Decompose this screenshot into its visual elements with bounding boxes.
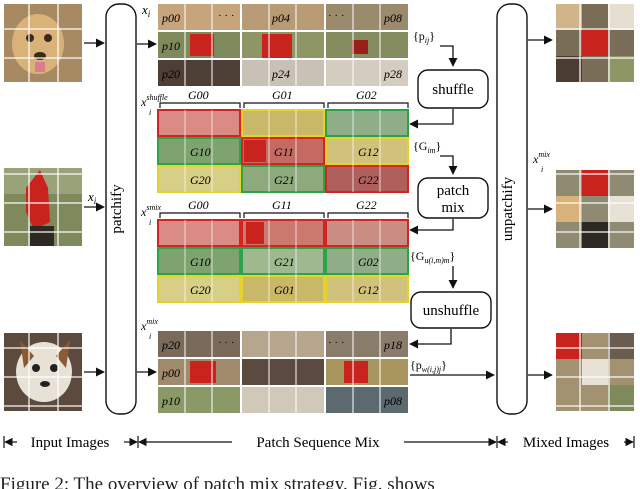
group-smix-G20: G20 [190,283,211,297]
input-image-dog [4,4,82,82]
group-header-shuffle-0: G00 [188,88,209,102]
brace-shuffle-1 [243,102,325,108]
section-ruler [3,436,635,448]
dots-row1b: · · · [328,10,345,22]
shuffle-label: shuffle [432,82,474,98]
group-header-smix-0: G00 [188,198,209,212]
section-input-images: Input Images [31,435,110,451]
arrow-patchmix-to-smix [409,219,454,235]
shuffle-box [417,69,489,109]
x-mix-sub: i [149,332,151,341]
annotation-G-im: {Gim} [413,139,441,155]
patch-mix-label-2: mix [441,200,465,216]
group-header-shuffle-1: G01 [272,88,293,102]
group-shuffle-G11: G11 [274,145,294,159]
unshuffle-box [410,291,492,329]
patch-label-p00: p00 [161,11,180,25]
dots-bottom-2: · · · [328,337,345,349]
group-shuffle-G22: G22 [358,173,379,187]
patch-label-p08: p08 [383,11,402,25]
patch-label-p24: p24 [271,67,290,81]
patch-label-p04: p04 [271,11,290,25]
x-smix-sub: i [149,218,151,227]
annotation-G-uimm: {Gu(i,m)m} [410,249,455,265]
arrow-unshuffle-to-sequence [409,329,452,349]
patch-sequence-top [158,4,408,86]
annotation-p-ij: {pij} [413,29,435,45]
arrow-to-patchmix [440,155,458,175]
brace-smix-2 [327,212,409,218]
patch-mix-label-1: patch [437,183,470,199]
x-smix-label: xsmix [140,203,161,219]
figure-caption: Figure 2: The overview of patch mix stra… [0,474,435,489]
brace-shuffle-2 [327,102,409,108]
patch-label-bottom-p20: p20 [161,338,180,352]
patchify-block [105,3,137,415]
input-image-cardinal [4,168,82,246]
arrow-shuffle-to-groups [409,109,454,129]
brace-smix-1 [243,212,325,218]
patch-label-bottom-p18: p18 [383,338,402,352]
group-smix-G02: G02 [358,255,379,269]
x-mix-label: xmix [140,317,158,333]
mixed-image-3 [556,333,634,411]
group-smix-G12: G12 [358,283,379,297]
mixed-image-2 [556,170,634,248]
patch-label-p20: p20 [161,67,180,81]
unpatchify-label: unpatchify [500,176,516,241]
patchify-label: patchify [109,184,125,234]
x-i-label-mid: xi [87,189,97,206]
x-shuffle-sub: i [149,108,151,117]
x-mix-right-label: xmix [532,150,550,166]
arrow-to-shuffle [440,45,458,67]
brace-smix-0 [159,212,241,218]
mixed-image-1 [556,4,634,82]
group-shuffle-G10: G10 [190,145,211,159]
patch-mix-box [417,177,489,219]
patch-label-bottom-p10: p10 [161,394,180,408]
patch-label-p10: p10 [161,39,180,53]
group-smix-G01: G01 [274,283,295,297]
patch-sequence-bottom [158,331,408,413]
group-smix-G21: G21 [274,255,295,269]
dots-row1: · · · [218,10,235,22]
section-patch-sequence-mix: Patch Sequence Mix [256,435,380,451]
smix-grid [157,219,409,303]
annotation-p-wij: {pw(i,j)j} [410,358,447,374]
group-shuffle-G20: G20 [190,173,211,187]
input-image-chihuahua [4,333,82,411]
x-mix-right-sub: i [541,165,543,174]
group-smix-G10: G10 [190,255,211,269]
shuffle-grid [157,109,409,193]
group-shuffle-G21: G21 [274,173,295,187]
unshuffle-label: unshuffle [423,303,480,319]
brace-shuffle-0 [159,102,241,108]
group-header-smix-1: G11 [272,198,292,212]
patch-label-p28: p28 [383,67,402,81]
section-mixed-images: Mixed Images [523,435,609,451]
x-shuffle-label: xshuffle [140,93,168,109]
patch-label-bottom-p08: p08 [383,394,402,408]
x-i-label-top: xi [141,2,151,19]
group-header-smix-2: G22 [356,198,377,212]
dots-bottom-1: · · · [218,337,235,349]
group-shuffle-G12: G12 [358,145,379,159]
unpatchify-block [496,3,528,415]
patch-label-bottom-p00: p00 [161,366,180,380]
group-header-shuffle-2: G02 [356,88,377,102]
